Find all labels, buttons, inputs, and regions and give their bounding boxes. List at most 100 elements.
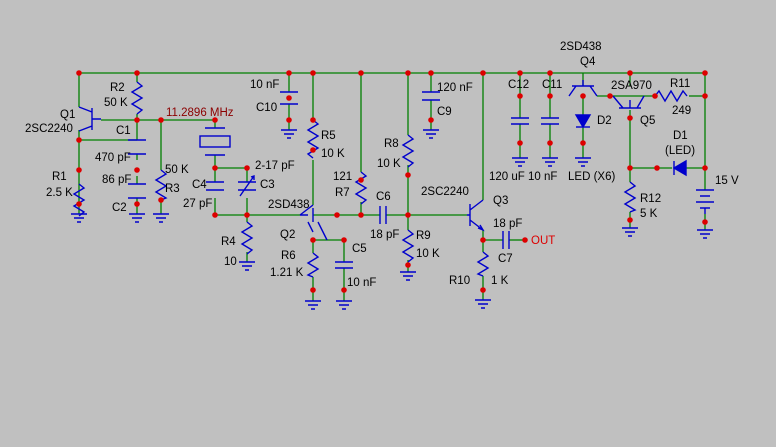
resistor-r10 [476,251,490,277]
label-c2-value: 86 pF [102,174,131,186]
label-c1-name: C1 [116,125,131,137]
label-r2-value: 50 K [104,97,128,109]
label-caps-values: 120 uF 10 nF [489,171,557,183]
label-r1-name: R1 [52,171,67,183]
label-output: OUT [531,235,555,247]
label-r7-value: 121 [333,171,352,183]
labels: Q1 2SC2240 R2 50 K C1 470 pF R1 2.5 K 86… [25,41,739,289]
label-c12-name: C12 [508,79,529,91]
capacitor-c6 [379,206,387,224]
label-q5-part: 2SA970 [611,80,652,92]
capacitor-c12 [511,117,529,125]
label-q2-name: Q2 [280,229,295,241]
label-r4-value: 10 [224,256,237,268]
label-q1-part: 2SC2240 [25,123,73,135]
label-r10-value: 1 K [491,275,509,287]
label-c1-value: 470 pF [95,152,131,164]
label-r3-name: R3 [165,183,180,195]
label-r2-name: R2 [110,82,125,94]
label-q1-name: Q1 [60,109,75,121]
label-c5-name: C5 [352,243,367,255]
label-c7-value: 18 pF [493,218,522,230]
label-q2-part: 2SD438 [268,199,310,211]
resistor-r8 [401,134,415,168]
capacitor-c1 [128,139,146,155]
led-d1 [672,159,687,177]
label-c7-name: C7 [498,253,513,265]
label-r3-value: 50 K [165,164,189,176]
label-r11-value: 249 [672,105,691,117]
label-r5-value: 10 K [321,148,345,160]
label-c3-range: 2-17 pF [255,160,295,172]
battery-15v [696,189,714,214]
capacitor-c11 [541,117,559,125]
transistor-q3 [467,199,485,232]
label-r9-value: 10 K [416,248,440,260]
label-c11-name: C11 [542,79,562,91]
resistor-r9 [401,229,415,263]
label-c5-value: 10 nF [347,277,376,289]
label-c10-value: 10 nF [250,79,279,91]
label-q5-name: Q5 [640,115,655,127]
resistor-r3 [154,169,168,201]
label-r9-name: R9 [416,230,431,242]
capacitor-c7 [502,231,510,249]
resistor-r7 [354,171,368,205]
label-d1-description: (LED) [665,145,695,157]
label-c9-name: C9 [437,106,452,118]
label-r4-name: R4 [221,236,236,248]
label-supply-voltage: 15 V [715,175,739,187]
label-c6-name: C6 [376,191,391,203]
transistor-q2 [299,204,328,241]
label-q4-name: Q4 [580,56,596,68]
resistor-r11 [654,89,688,103]
label-r1-value: 2.5 K [46,187,73,199]
capacitor-c3 [238,175,256,197]
label-r6-name: R6 [281,250,296,262]
label-q4-part: 2SD438 [560,41,602,53]
resistor-r1 [72,183,86,217]
components [71,80,714,310]
nodes [76,70,708,293]
label-c3-name: C3 [260,179,275,191]
label-q3-part: 2SC2240 [421,186,469,198]
label-d2-description: LED (X6) [568,171,615,183]
capacitor-c4 [206,181,224,191]
label-r8-value: 10 K [377,158,401,170]
resistor-r6 [306,252,320,278]
ground-symbols [71,129,713,310]
transistor-q1 [78,106,101,132]
resistor-r12 [623,181,637,213]
transistor-q4 [568,80,598,97]
label-r11-name: R11 [670,78,690,90]
crystal-x1 [199,127,231,156]
label-c6-value: 18 pF [370,229,399,241]
resistor-r4 [240,221,254,255]
capacitor-c2 [128,183,146,199]
resistor-r5 [306,119,320,159]
label-c10-name: C10 [256,102,277,114]
label-r5-name: R5 [321,130,336,142]
capacitor-c9 [422,91,440,101]
resistor-r2 [130,81,144,115]
label-r8-name: R8 [384,138,399,150]
label-c2-name: C2 [112,202,127,214]
label-crystal-frequency: 11.2896 MHz [166,107,234,119]
led-d2 [574,114,592,129]
label-d1-name: D1 [673,130,688,142]
label-r12-name: R12 [640,193,661,205]
capacitor-c5 [335,261,353,269]
label-c4-name: C4 [192,179,207,191]
label-q3-name: Q3 [493,195,508,207]
transistor-q5 [612,95,645,109]
label-r12-value: 5 K [640,208,658,220]
label-c9-value: 120 nF [437,82,473,94]
capacitor-c10 [280,91,298,105]
label-d2-name: D2 [597,115,612,127]
label-r10-name: R10 [449,275,470,287]
label-r6-value: 1.21 K [270,267,304,279]
label-r7-name: R7 [335,187,350,199]
label-c4-value: 27 pF [183,198,212,210]
